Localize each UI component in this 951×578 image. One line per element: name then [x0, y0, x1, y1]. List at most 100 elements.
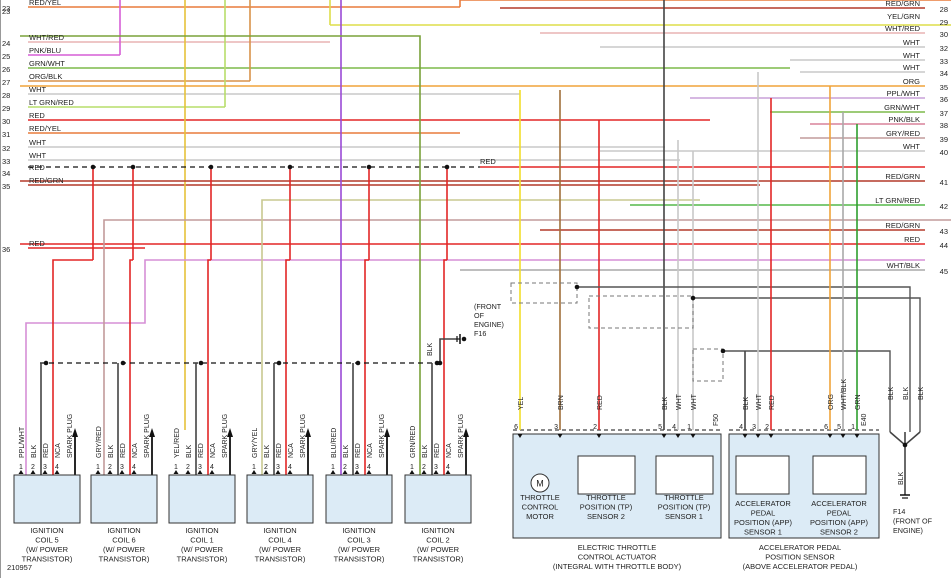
app-wire-label: GRN — [855, 394, 862, 410]
throttle-wire-label: WHT — [676, 393, 683, 410]
throttle-component-name: THROTTLE — [664, 493, 704, 502]
coil-name: TRANSISTOR) — [255, 555, 306, 564]
ignition-coil — [246, 474, 314, 524]
wire-color-label: WHT — [29, 138, 46, 147]
app-component-name: POSITION (APP) — [734, 518, 792, 527]
throttle-component-name: THROTTLE — [520, 493, 560, 502]
pin-marker — [209, 470, 215, 474]
coil-name: COIL 1 — [190, 536, 213, 545]
coil-name: (W/ POWER — [103, 545, 146, 554]
pin-marker — [119, 470, 125, 474]
app-component-name: PEDAL — [751, 509, 776, 518]
wire-number: 25 — [2, 52, 10, 61]
app-caption: POSITION SENSOR — [765, 553, 835, 562]
coil-wire-label: RED — [43, 443, 50, 458]
pin-marker — [690, 434, 696, 438]
wire-color-label: GRN/WHT — [29, 59, 65, 68]
wire-color-label: RED — [29, 163, 45, 172]
pin-marker — [409, 470, 415, 474]
pin-number: 3 — [276, 464, 280, 471]
coil-wire-label: BLK — [422, 444, 429, 458]
pin-number: 1 — [174, 464, 178, 471]
app-sensor-2 — [812, 455, 867, 495]
wire-color-label: WHT/RED — [29, 33, 65, 42]
coil-name: (W/ POWER — [181, 545, 224, 554]
pin-marker — [517, 434, 523, 438]
wire-number: 35 — [940, 83, 948, 92]
ground-label: ENGINE) — [893, 526, 923, 535]
arrow-icon — [149, 428, 155, 437]
coil-wire-label: NCA — [210, 443, 217, 458]
throttle-wire-label: WHT — [691, 393, 698, 410]
wire-number: 24 — [2, 39, 10, 48]
coil-wire-label: RED — [120, 443, 127, 458]
coil-name: IGNITION — [342, 526, 375, 535]
pin-marker — [263, 470, 269, 474]
throttle-component-name: THROTTLE — [586, 493, 626, 502]
splice-dot — [287, 164, 293, 170]
wire-number: 27 — [2, 78, 10, 87]
arrow-icon — [72, 428, 78, 437]
app-wire-label: RED — [769, 395, 776, 410]
ground-label: (FRONT — [474, 302, 502, 311]
coil-body — [246, 474, 314, 524]
app-component-name: SENSOR 2 — [820, 528, 858, 537]
coil-wire-label: GRY/RED — [96, 426, 103, 458]
pin-marker — [54, 470, 60, 474]
wire-number: 28 — [940, 5, 948, 14]
pin-marker — [131, 470, 137, 474]
pin-number: 4 — [55, 464, 59, 471]
wire-number: 44 — [940, 241, 948, 250]
wire-number: 23 — [2, 4, 10, 13]
wire-color-label: BLK — [918, 386, 925, 400]
coil-name: COIL 2 — [426, 536, 449, 545]
coil-body — [13, 474, 81, 524]
coil-wire-label: BLK — [264, 444, 271, 458]
diagram-id: 210957 — [7, 563, 32, 572]
coil-name: (W/ POWER — [338, 545, 381, 554]
coil-wire-label: YEL/RED — [174, 428, 181, 458]
arrow-icon — [305, 428, 311, 437]
splice-dot — [574, 284, 580, 290]
coil-body — [168, 474, 236, 524]
wire-color-label: RED/GRN — [885, 0, 920, 8]
coil-wire-label: NCA — [367, 443, 374, 458]
ignition-coil — [13, 474, 81, 524]
app-component-name: POSITION (APP) — [810, 518, 868, 527]
pin-number: 3 — [120, 464, 124, 471]
wire-number: 40 — [940, 148, 948, 157]
pin-number: 3 — [198, 464, 202, 471]
pin-marker — [827, 434, 833, 438]
pin-marker — [433, 470, 439, 474]
pin-marker — [596, 434, 602, 438]
wire-number: 30 — [2, 117, 10, 126]
splice-dot — [276, 360, 282, 366]
coil-wire-label: NCA — [288, 443, 295, 458]
coil-wire-label: SPARK PLUG — [222, 414, 229, 458]
pin-marker — [768, 434, 774, 438]
coil-wire-label: RED — [276, 443, 283, 458]
pin-number: 4 — [739, 424, 743, 431]
coil-wire-label: NCA — [132, 443, 139, 458]
throttle-component-name: SENSOR 2 — [587, 512, 625, 521]
pin-number: 4 — [367, 464, 371, 471]
component-layer — [13, 282, 880, 539]
ground-label: F16 — [474, 329, 486, 338]
coil-name: TRANSISTOR) — [99, 555, 150, 564]
throttle-caption: (INTEGRAL WITH THROTTLE BODY) — [553, 562, 682, 571]
splice-dot — [444, 164, 450, 170]
pin-marker — [197, 470, 203, 474]
splice-dot — [720, 348, 726, 354]
coil-wire-label: BLK — [108, 444, 115, 458]
wire-color-label: GRN/WHT — [884, 103, 920, 112]
wire-color-label: RED/YEL — [29, 0, 61, 7]
shield — [510, 282, 578, 304]
coil-name: COIL 4 — [268, 536, 291, 545]
ignition-coil — [90, 474, 158, 524]
throttle-wire-label: BLK — [662, 396, 669, 410]
coil-name: IGNITION — [107, 526, 140, 535]
throttle-component-name: POSITION (TP) — [580, 503, 633, 512]
pin-marker — [173, 470, 179, 474]
coil-body — [325, 474, 393, 524]
